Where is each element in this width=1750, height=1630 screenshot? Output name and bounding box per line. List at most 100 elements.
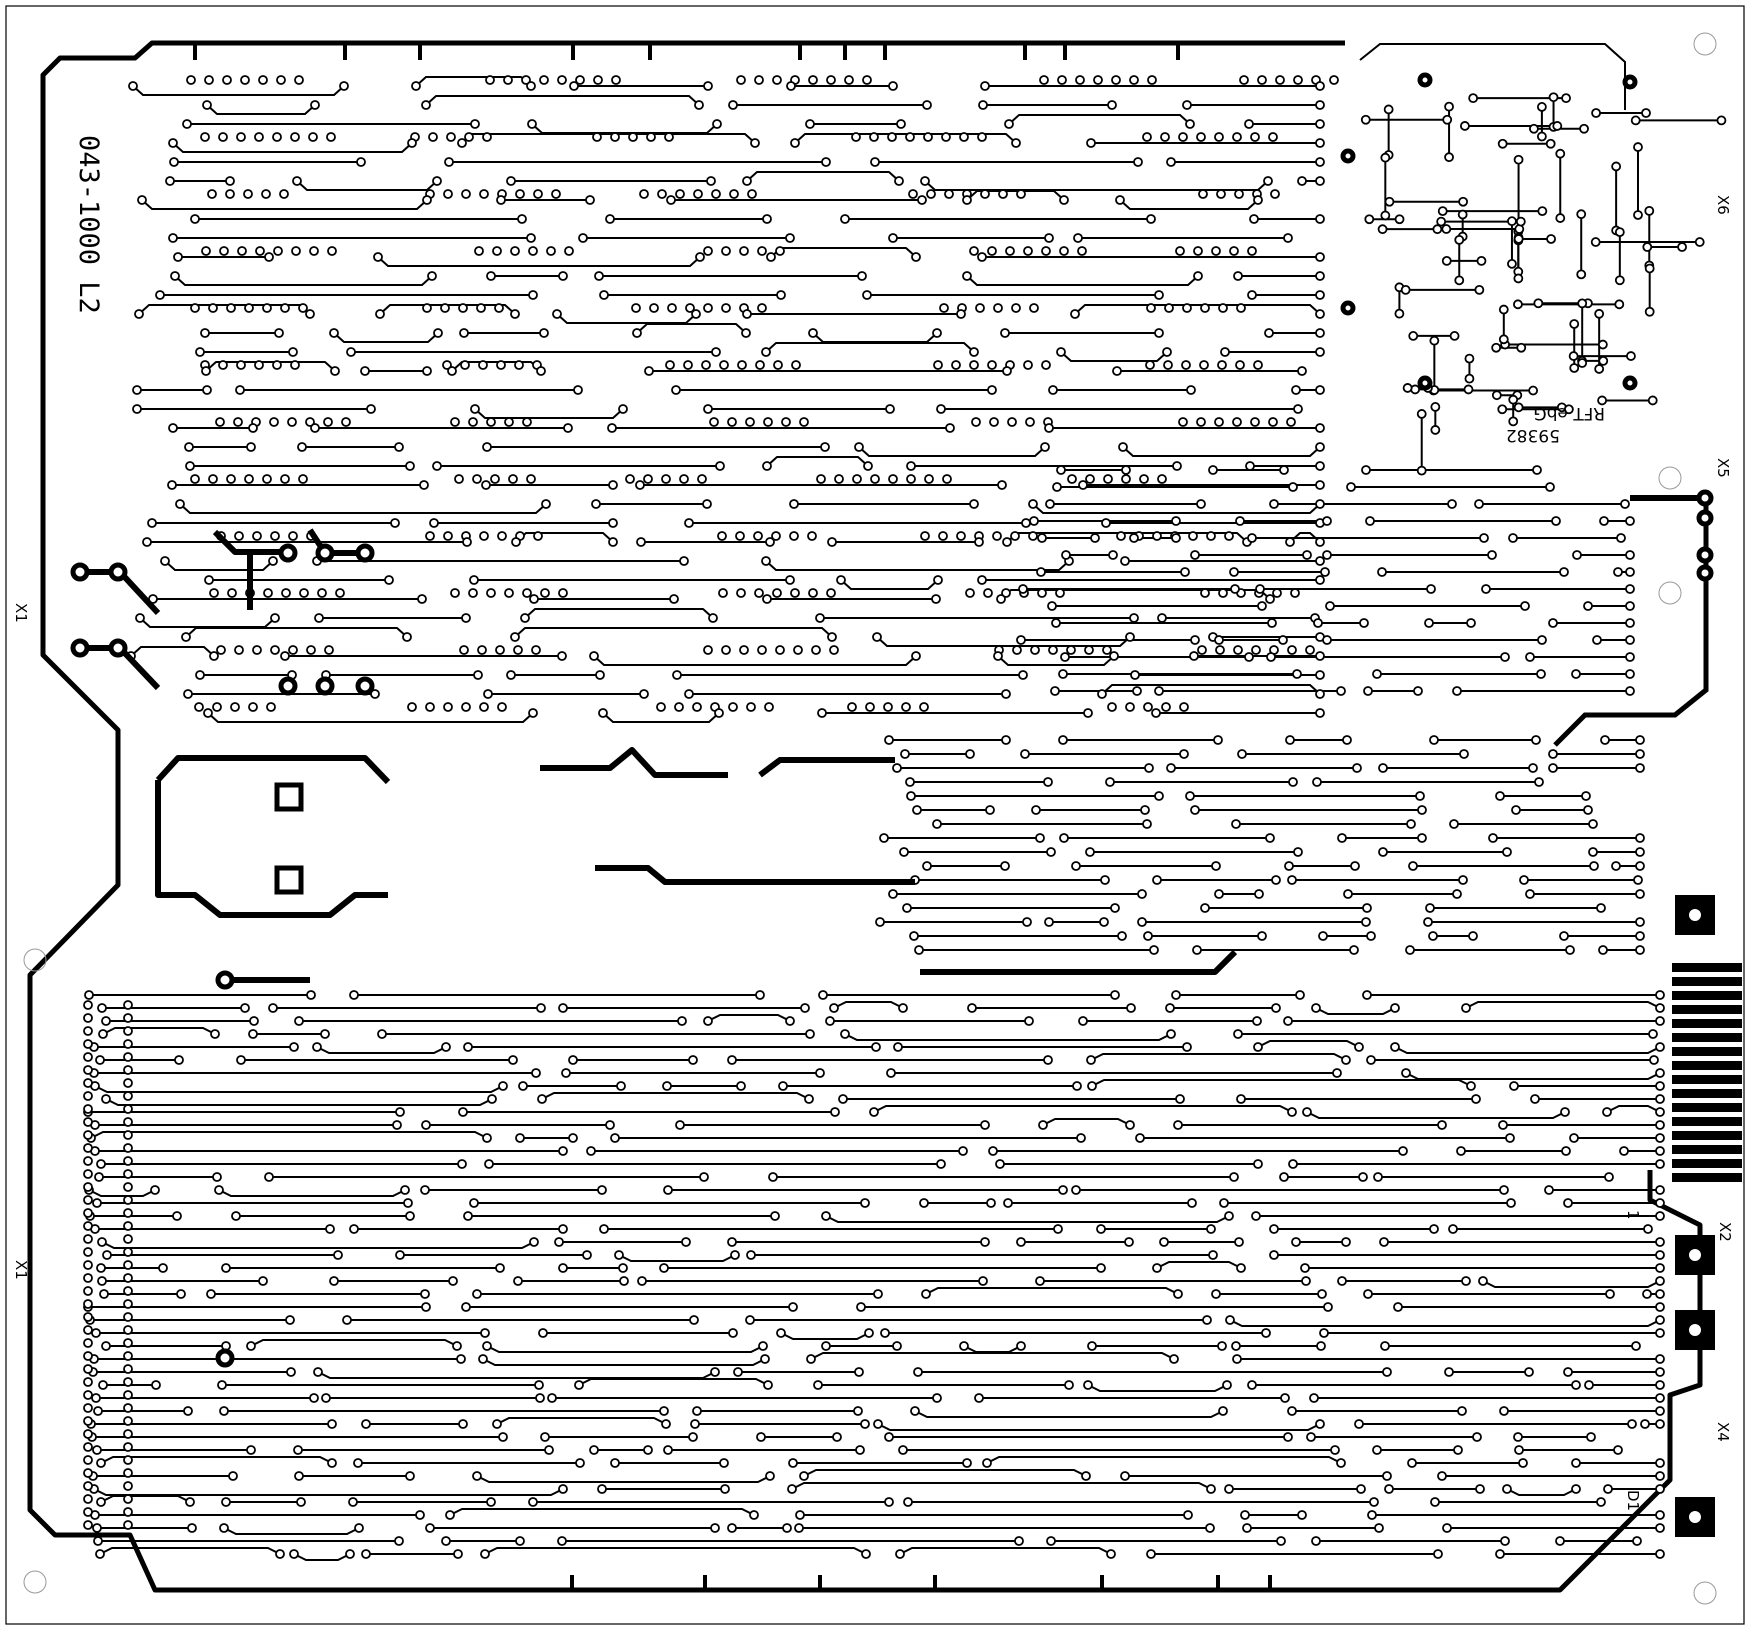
via-pad (492, 246, 502, 256)
via-pad (83, 1026, 93, 1036)
via-pad (1016, 189, 1026, 199)
via-pad (263, 588, 273, 598)
via-pad (1647, 395, 1658, 406)
via-pad (568, 1133, 578, 1143)
via-pad (758, 1341, 768, 1351)
via-pad (496, 195, 506, 205)
via-pad (498, 1081, 508, 1091)
via-pad (832, 1432, 842, 1442)
via-pad (1311, 1003, 1321, 1013)
via-pad (1528, 385, 1539, 396)
power-trace (155, 780, 388, 918)
via-pad (805, 119, 815, 129)
via-pad (173, 252, 183, 262)
via-pad (360, 366, 370, 376)
via-pad (917, 195, 927, 205)
via-pad (370, 689, 380, 699)
via-pad (83, 1286, 93, 1296)
via-pad (1586, 1432, 1596, 1442)
via-pad (1635, 931, 1645, 941)
via-pad (852, 474, 862, 484)
via-pad (1240, 1510, 1250, 1520)
via-pad (1288, 777, 1298, 787)
edge-finger (1672, 1159, 1742, 1168)
via-pad (123, 1195, 133, 1205)
via-pad (536, 1003, 546, 1013)
via-pad (892, 763, 902, 773)
via-pad (83, 1039, 93, 1049)
signal-trace (100, 1456, 333, 1464)
via-pad (1354, 1042, 1364, 1052)
via-pad (1146, 1549, 1156, 1559)
via-pad (628, 132, 638, 142)
via-pad (1341, 1055, 1351, 1065)
via-pad (1511, 805, 1521, 815)
via-pad (1253, 1159, 1263, 1169)
via-pad (766, 252, 776, 262)
via-pad (749, 1510, 759, 1520)
via-pad (262, 474, 272, 484)
via-pad (1056, 465, 1066, 475)
via-pad (853, 1406, 863, 1416)
signal-trace (139, 617, 276, 628)
via-pad (217, 1380, 227, 1390)
via-pad (996, 594, 1006, 604)
via-pad (965, 588, 975, 598)
via-pad (977, 252, 987, 262)
via-pad (684, 689, 694, 699)
via-pad (495, 1263, 505, 1273)
via-pad (888, 81, 898, 91)
via-pad (1356, 1484, 1366, 1494)
via-pad (1018, 584, 1028, 594)
via-pad (490, 474, 500, 484)
via-pad (1163, 360, 1173, 370)
via-pad (1611, 861, 1621, 871)
via-pad (747, 189, 757, 199)
signal-trace (873, 1105, 1293, 1113)
via-pad (1004, 119, 1014, 129)
via-pad (1287, 1107, 1297, 1117)
via-pad (1380, 210, 1391, 221)
via-pad (1315, 271, 1325, 281)
via-pad (339, 81, 349, 91)
via-pad (1305, 645, 1315, 655)
via-pad (899, 847, 909, 857)
via-pad (341, 417, 351, 427)
via-pad (459, 645, 469, 655)
via-pad (1214, 132, 1224, 142)
via-pad (586, 1146, 596, 1156)
via-pad (361, 1549, 371, 1559)
via-pad (646, 132, 656, 142)
signal-trace (317, 1371, 716, 1379)
via-pad (546, 246, 556, 256)
via-pad (944, 189, 954, 199)
via-pad (1058, 1185, 1068, 1195)
via-pad (978, 100, 988, 110)
via-pad (492, 1419, 502, 1429)
via-pad (496, 360, 506, 370)
via-pad (787, 1484, 797, 1494)
via-pad (1613, 1445, 1623, 1455)
via-pad (1487, 550, 1497, 560)
edge-finger (1672, 1145, 1742, 1154)
via-pad (83, 1195, 93, 1205)
via-pad (1500, 652, 1510, 662)
via-pad (349, 1224, 359, 1234)
via-pad (760, 1354, 770, 1364)
via-pad (1173, 1120, 1183, 1130)
via-pad (83, 1507, 93, 1517)
signal-trace (963, 1345, 1022, 1353)
via-pad (1189, 651, 1199, 661)
via-pad (236, 1055, 246, 1065)
via-pad (536, 366, 546, 376)
via-pad (735, 531, 745, 541)
via-pad (1278, 635, 1288, 645)
signal-trace (770, 247, 917, 258)
via-pad (123, 1286, 133, 1296)
via-pad (703, 246, 713, 256)
via-pad (1635, 749, 1645, 759)
via-pad (480, 1328, 490, 1338)
signal-trace (132, 85, 345, 96)
via-pad (727, 1055, 737, 1065)
signal-trace (223, 1527, 360, 1535)
